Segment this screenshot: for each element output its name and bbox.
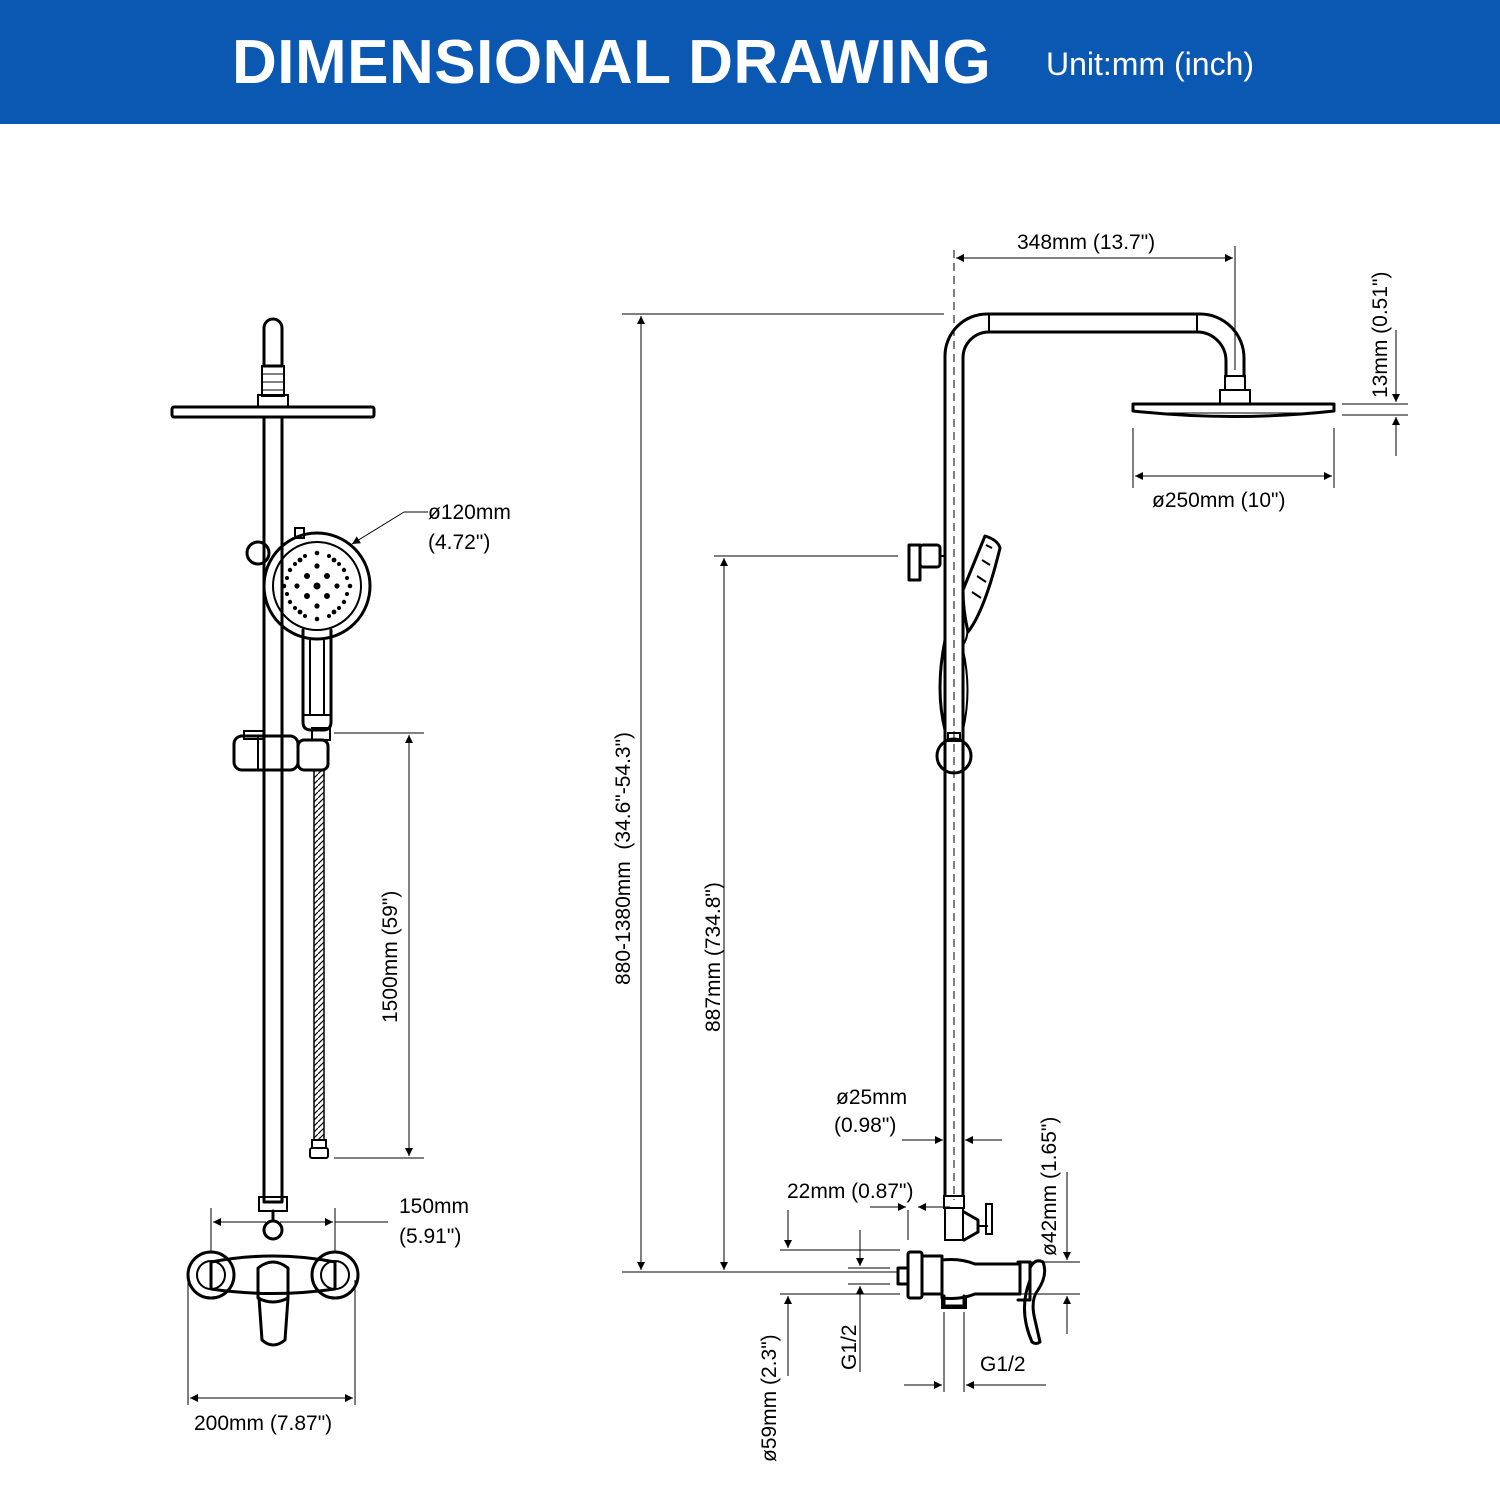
front-shower-arm <box>261 317 285 397</box>
dim-center-distance: 150mm (5.91") <box>210 1195 469 1252</box>
side-shower-arm <box>943 312 1336 1197</box>
outlet-thread-label: G1/2 <box>980 1353 1026 1376</box>
dim-handshower-diameter: ø120mm (4.72") <box>351 501 511 554</box>
dim-arm-projection: 348mm (13.7") <box>956 231 1236 370</box>
center-distance-inch-label: (5.91") <box>399 1225 461 1248</box>
dim-showerhead-thickness: 13mm (0.51") <box>1342 272 1408 456</box>
flange-diameter-label: ø59mm (2.3") <box>758 1334 781 1462</box>
riser-diameter-inch-label: (0.98") <box>834 1114 896 1137</box>
hose-length-label: 1500mm (59") <box>379 891 402 1023</box>
front-riser-pipe <box>262 415 284 1204</box>
showerhead-thickness-label: 13mm (0.51") <box>1369 272 1392 399</box>
dim-holder-height: 887mm (734.8") <box>702 555 898 1270</box>
showerhead-diameter-label: ø250mm (10") <box>1152 489 1286 512</box>
dim-hose-length: 1500mm (59") <box>334 732 424 1159</box>
dim-riser-diameter: ø25mm (0.98") <box>834 1086 1002 1144</box>
side-handshower <box>907 534 1002 732</box>
header-banner: DIMENSIONAL DRAWING Unit:mm (inch) <box>0 0 1500 124</box>
front-handshower <box>245 527 372 732</box>
mixer-width-label: 200mm (7.87") <box>194 1412 332 1435</box>
inner-diameter-label: 22mm (0.87") <box>787 1180 914 1203</box>
adjustable-height-label: 880-1380mm (34.6"-54.3") <box>612 732 635 985</box>
dim-inner-diameter: 22mm (0.87") <box>787 1180 950 1240</box>
handshower-diameter-inch-label: (4.72") <box>428 531 490 554</box>
front-slide-bar-holder <box>232 727 331 772</box>
dim-escutcheon-diameter: ø42mm (1.65") <box>1020 1117 1080 1334</box>
front-diverter-mount <box>258 1196 288 1241</box>
dim-inlet-thread: G1/2 <box>838 1230 890 1372</box>
front-hose <box>309 769 329 1159</box>
riser-diameter-label: ø25mm <box>836 1086 907 1109</box>
dim-mixer-width: 200mm (7.87") <box>187 1280 356 1435</box>
front-mixer-valve <box>186 1250 360 1347</box>
dim-showerhead-diameter: ø250mm (10") <box>1132 428 1335 512</box>
front-view: ø120mm (4.72") 1500mm (59") 150mm (5.91"… <box>170 317 511 1435</box>
page-title: DIMENSIONAL DRAWING <box>232 28 992 97</box>
dim-outlet-thread: G1/2 <box>904 1312 1046 1392</box>
arm-projection-label: 348mm (13.7") <box>1017 231 1155 254</box>
dim-adjustable-height: 880-1380mm (34.6"-54.3") <box>612 313 944 1273</box>
dim-flange-diameter: ø59mm (2.3") <box>758 1210 900 1462</box>
side-view: 348mm (13.7") 13mm (0.51") ø250mm (10") … <box>612 231 1408 1462</box>
side-mixer-valve <box>896 1250 1047 1345</box>
handshower-diameter-label: ø120mm <box>428 501 511 524</box>
holder-height-label: 887mm (734.8") <box>702 882 725 1032</box>
inlet-thread-label: G1/2 <box>838 1324 861 1370</box>
front-rain-showerhead <box>170 394 376 419</box>
unit-label: Unit:mm (inch) <box>1046 46 1255 82</box>
side-diverter-valve <box>943 1195 993 1242</box>
spray-nozzles <box>281 550 353 622</box>
escutcheon-diameter-label: ø42mm (1.65") <box>1038 1117 1061 1256</box>
side-slide-bar-holder <box>935 732 973 775</box>
center-distance-label: 150mm <box>399 1195 469 1218</box>
